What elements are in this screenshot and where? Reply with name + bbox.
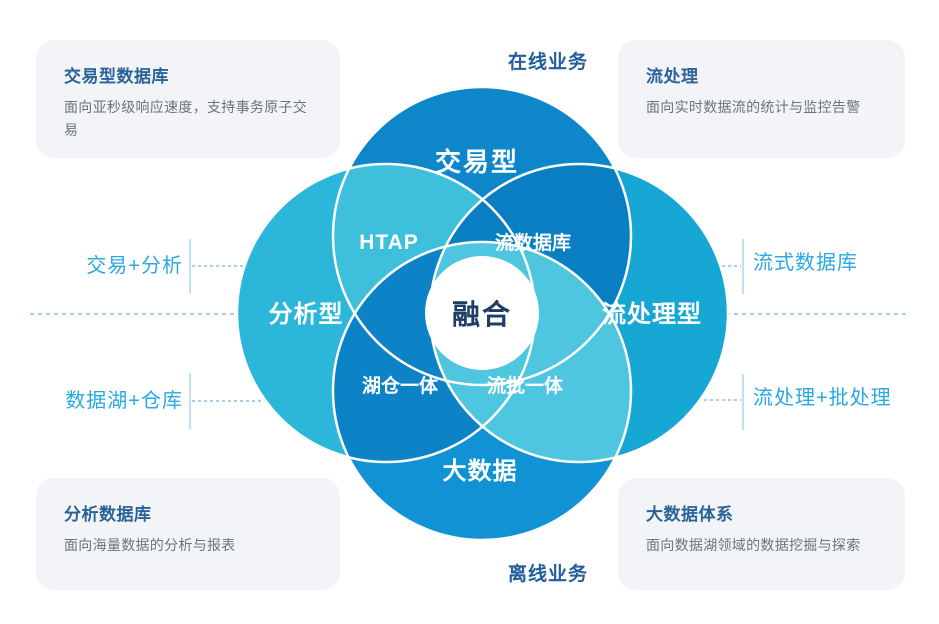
label-intersection-htap: HTAP	[359, 231, 419, 254]
card-body: 面向数据湖领域的数据挖掘与探索	[646, 537, 861, 553]
callout-datalake-plus-warehouse: 数据湖+仓库	[65, 390, 183, 412]
card-body: 面向海量数据的分析与报表	[64, 537, 236, 553]
label-circle-streaming: 流处理型	[602, 301, 702, 328]
lens-stream-batch	[430, 242, 631, 462]
card-title: 交易型数据库	[64, 67, 169, 86]
card-body: 面向亚秒级响应速度，支持事务原子交易	[64, 99, 308, 139]
label-circle-transactional: 交易型	[435, 147, 519, 177]
card-bigdata-ecosystem: 大数据体系 面向数据湖领域的数据挖掘与探索	[618, 478, 905, 590]
callout-streaming-database: 流式数据库	[753, 252, 858, 274]
card-analytical-database: 分析数据库 面向海量数据的分析与报表	[36, 478, 340, 590]
label-intersection-stream-batch: 流批一体	[487, 374, 564, 397]
label-circle-bigdata: 大数据	[443, 458, 518, 485]
label-intersection-lakehouse: 湖仓一体	[362, 374, 439, 397]
card-title: 流处理	[646, 67, 699, 86]
label-center-fusion: 融合	[452, 298, 512, 330]
axis-label-online-business: 在线业务	[507, 52, 588, 73]
card-title: 分析数据库	[64, 505, 152, 524]
card-body: 面向实时数据流的统计与监控告警	[646, 99, 861, 115]
card-transactional-database: 交易型数据库 面向亚秒级响应速度，支持事务原子交易	[36, 40, 340, 158]
callout-transaction-plus-analysis: 交易+分析	[86, 255, 183, 277]
label-circle-analytical: 分析型	[269, 301, 344, 328]
center-circle	[425, 256, 539, 370]
callout-stream-plus-batch: 流处理+批处理	[753, 387, 892, 409]
label-intersection-stream-db: 流数据库	[495, 231, 571, 254]
card-title: 大数据体系	[646, 505, 734, 524]
card-stream-processing: 流处理 面向实时数据流的统计与监控告警	[618, 40, 905, 158]
axis-label-offline-business: 离线业务	[507, 564, 588, 585]
